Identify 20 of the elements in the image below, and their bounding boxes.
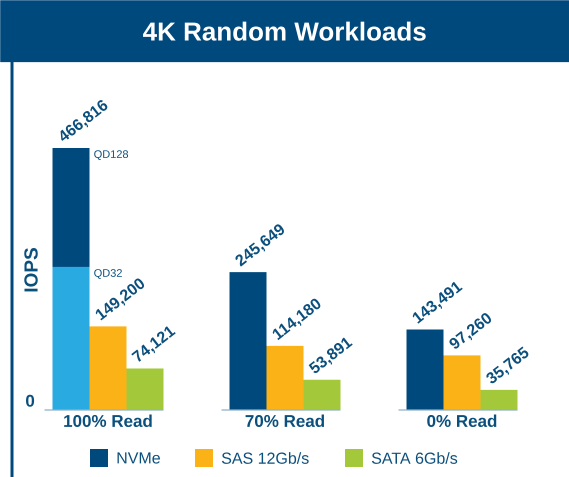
bar [406,329,444,410]
x-tick-label: 100% Read [64,414,152,428]
axis-tick-label: 0 [26,394,34,407]
x-tick-label: 0% Read [427,414,496,428]
bar [90,326,127,410]
annotation-label: QD128 [94,150,128,160]
bar [266,346,304,410]
legend-label: SATA 6Gb/s [372,452,458,464]
bar [480,390,518,410]
x-tick-label: 70% Read [246,414,324,428]
axis-title: IOPS [24,248,38,292]
bar [52,266,90,410]
bar [304,380,341,410]
bar [126,368,164,410]
legend-label: SAS 12Gb/s [222,452,309,464]
title-banner: 4K Random Workloads [0,0,569,62]
bar [444,355,481,410]
annotation-label: QD32 [94,269,122,279]
bar [230,272,267,410]
legend-label: NVMe [118,452,160,464]
